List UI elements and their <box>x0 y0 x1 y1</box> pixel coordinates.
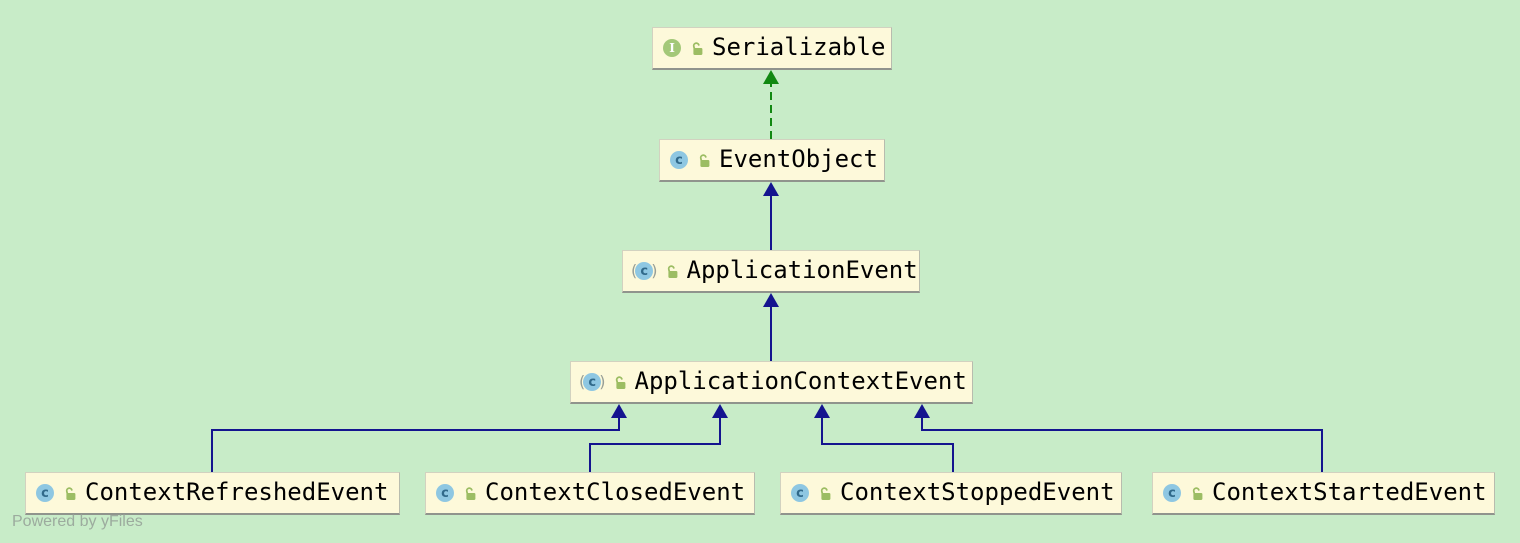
public-lock-icon <box>667 264 677 278</box>
edge-contextstoppedevent-to-applicationcontextevent[interactable] <box>821 418 954 472</box>
arrowhead-contextrefreshedevent-to-applicationcontextevent <box>611 404 627 418</box>
class-icon: c <box>670 151 688 169</box>
arrowhead-contextstoppedevent-to-applicationcontextevent <box>814 404 830 418</box>
class-icon: c <box>791 484 809 502</box>
edge-contextstartedevent-to-applicationcontextevent[interactable] <box>921 418 1323 472</box>
class-node-contextrefreshedevent[interactable]: c ContextRefreshedEvent <box>25 472 400 515</box>
public-lock-icon <box>820 486 831 500</box>
abstract-class-icon: (c) <box>579 372 606 391</box>
arrowhead-applicationevent-to-eventobject <box>763 182 779 196</box>
public-lock-icon <box>615 375 625 389</box>
arrowhead-contextclosedevent-to-applicationcontextevent <box>712 404 728 418</box>
class-node-applicationevent[interactable]: (c) ApplicationEvent <box>622 250 920 293</box>
public-lock-icon <box>1192 486 1203 500</box>
class-name-label: ContextStartedEvent <box>1212 478 1487 506</box>
public-lock-icon <box>692 41 703 55</box>
class-node-contextstartedevent[interactable]: c ContextStartedEvent <box>1152 472 1495 515</box>
public-lock-icon <box>465 486 476 500</box>
class-name-label: EventObject <box>719 145 878 173</box>
arrowhead-contextstartedevent-to-applicationcontextevent <box>914 404 930 418</box>
class-name-label: ApplicationContextEvent <box>634 367 967 395</box>
class-icon: c <box>436 484 454 502</box>
class-icon: c <box>36 484 54 502</box>
class-name-label: Serializable <box>712 33 886 61</box>
public-lock-icon <box>699 153 710 167</box>
class-icon: c <box>1163 484 1181 502</box>
interface-icon: I <box>663 39 681 57</box>
arrowhead-eventobject-to-serializable <box>763 70 779 84</box>
class-name-label: ContextClosedEvent <box>485 478 746 506</box>
class-name-label: ContextRefreshedEvent <box>85 478 389 506</box>
class-node-contextclosedevent[interactable]: c ContextClosedEvent <box>425 472 755 515</box>
edge-contextrefreshedevent-to-applicationcontextevent[interactable] <box>211 418 620 472</box>
public-lock-icon <box>65 486 76 500</box>
yfiles-watermark: Powered by yFiles <box>12 513 143 530</box>
class-node-contextstoppedevent[interactable]: c ContextStoppedEvent <box>780 472 1122 515</box>
class-node-applicationcontextevent[interactable]: (c) ApplicationContextEvent <box>570 361 973 404</box>
class-node-serializable[interactable]: I Serializable <box>652 27 892 70</box>
arrowhead-applicationcontextevent-to-applicationevent <box>763 293 779 307</box>
class-name-label: ApplicationEvent <box>686 256 918 284</box>
edge-contextclosedevent-to-applicationcontextevent[interactable] <box>589 418 721 472</box>
abstract-class-icon: (c) <box>631 261 658 280</box>
class-name-label: ContextStoppedEvent <box>840 478 1115 506</box>
class-node-eventobject[interactable]: c EventObject <box>659 139 885 182</box>
